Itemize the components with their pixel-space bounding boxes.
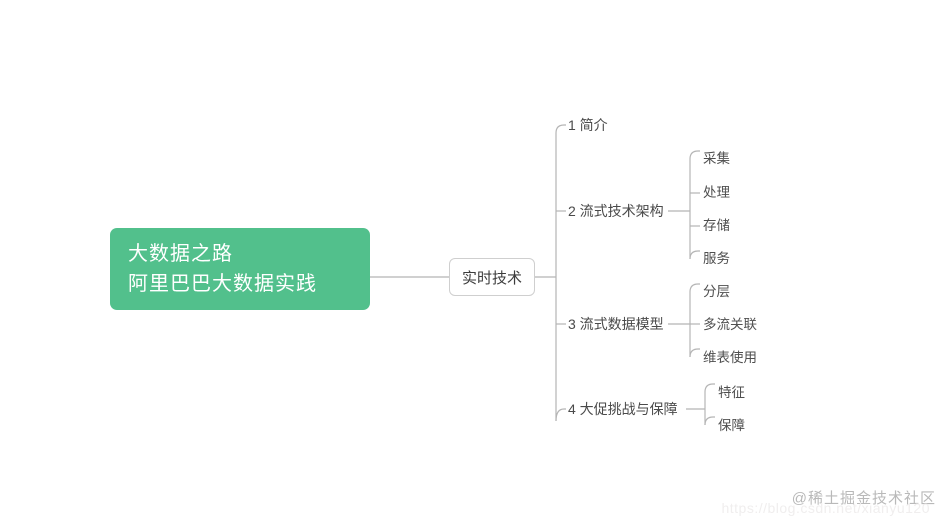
leaf-node-fenceng[interactable]: 分层 (703, 284, 730, 299)
leaf-node-baozhang[interactable]: 保障 (718, 418, 745, 433)
leaf-node-tezheng[interactable]: 特征 (718, 385, 745, 400)
leaf-node-caiji[interactable]: 采集 (703, 151, 730, 166)
branch-node-2[interactable]: 2 流式技术架构 (568, 203, 664, 219)
center-node-label: 实时技术 (461, 269, 522, 287)
watermark-url: https://blog.csdn.net/xianyu120 (721, 500, 930, 516)
connector-leaf-fuwu-elbow (689, 250, 700, 260)
connector-leaf-weibiao-elbow (689, 348, 700, 358)
root-node-line-2: 阿里巴巴大数据实践 (128, 273, 317, 295)
root-node-line-1: 大数据之路 (128, 243, 233, 265)
leaf-node-chuli[interactable]: 处理 (703, 185, 730, 200)
connector-leaf-fenceng-elbow (689, 283, 700, 293)
watermark-handle: @稀土掘金技术社区 (791, 490, 936, 507)
leaf-node-weibiaoshiyong[interactable]: 维表使用 (703, 350, 757, 365)
connector-leaf-caiji-elbow (689, 150, 700, 160)
connector-branch-4-elbow (555, 408, 566, 422)
root-node[interactable]: 大数据之路 阿里巴巴大数据实践 (110, 228, 370, 310)
leaf-node-duoliuguanlian[interactable]: 多流关联 (703, 317, 757, 332)
leaf-node-fuwu[interactable]: 服务 (703, 251, 730, 266)
connector-branch-1-elbow (555, 124, 566, 134)
branch-node-1[interactable]: 1 简介 (568, 117, 608, 133)
center-node[interactable]: 实时技术 (449, 258, 535, 296)
branch-node-3[interactable]: 3 流式数据模型 (568, 316, 664, 332)
connector-leaf-baozhang-elbow (704, 416, 715, 426)
branch-node-4[interactable]: 4 大促挑战与保障 (568, 401, 678, 417)
leaf-node-cunchu[interactable]: 存储 (703, 218, 730, 233)
connector-leaf-tezheng-elbow (704, 383, 715, 393)
